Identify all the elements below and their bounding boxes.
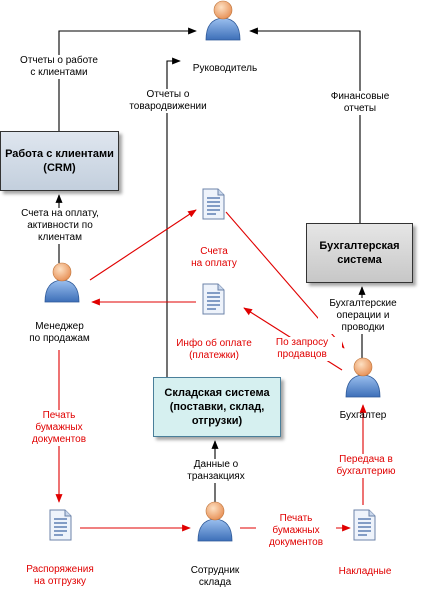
edge-goods-reports (166, 57, 181, 377)
warehouse-line3: отгрузки) (191, 415, 243, 427)
payment-info-label: Инфо об оплате(платежки) (176, 338, 252, 361)
document-icon-waybills (353, 509, 376, 541)
edge-client-reports (58, 27, 197, 131)
edge-manager-to-invoices (89, 209, 197, 281)
warehouse-title: Складская система (164, 387, 270, 399)
person-icon-sales-manager (44, 262, 80, 303)
document-icon-invoices (202, 188, 225, 220)
warehouse-system-box: Складская система (поставки, склад, отгруз… (153, 377, 281, 437)
manager-top-label: Руководитель (192, 63, 258, 74)
crm-subtitle: (CRM) (43, 162, 76, 174)
crm-system-box: Работа с клиентами (CRM) (0, 131, 119, 191)
person-icon-accountant (345, 357, 381, 398)
person-icon-warehouse-worker (197, 501, 233, 542)
accounting-system-box: Бухгалтерская система (306, 223, 413, 283)
edge-financial-reports (249, 27, 361, 223)
accounting-subtitle: система (337, 254, 382, 266)
accountant-label: Бухгалтер (339, 410, 387, 421)
waybills-label: Накладные (338, 566, 392, 577)
person-icon-manager-top (205, 0, 241, 41)
accounting-title: Бухгалтерская (319, 240, 400, 252)
document-icon-payment-info (202, 283, 225, 315)
document-icon-shipping-orders (49, 509, 72, 541)
crm-title: Работа с клиентами (5, 148, 114, 160)
warehouse-line2: (поставки, склад, (169, 401, 265, 413)
